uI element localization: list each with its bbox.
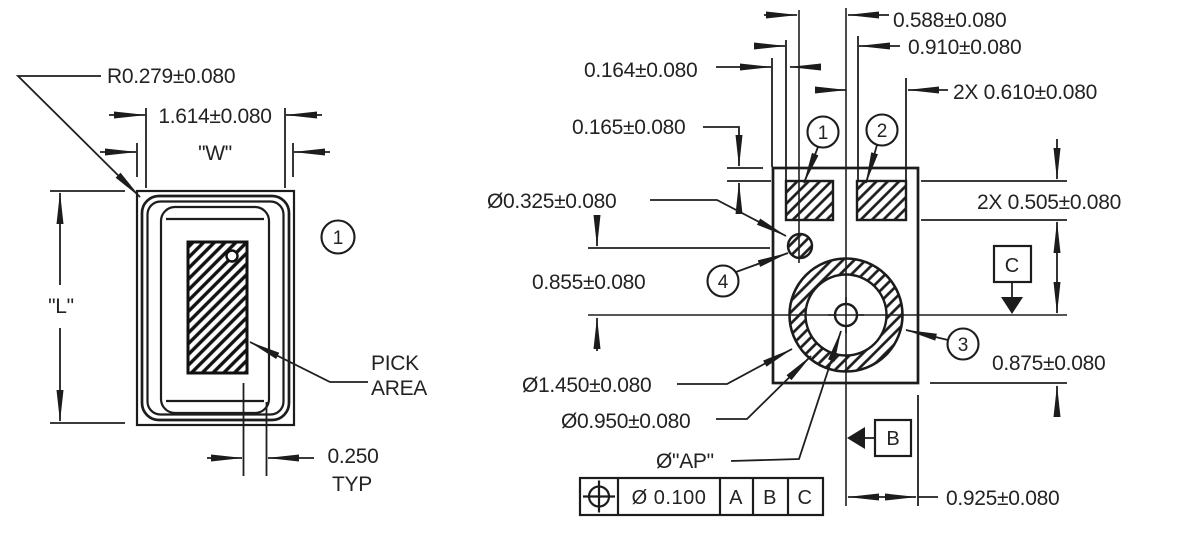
- datum-b-triangle: [847, 427, 865, 449]
- datum-c: C: [992, 244, 1033, 314]
- edge-to-pad-dim: 0.164±0.080: [584, 59, 821, 82]
- balloon-1-left: 1: [320, 219, 356, 255]
- pick-area-callout: PICK AREA: [249, 341, 428, 400]
- hole-dia-label: Ø0.325±0.080: [487, 190, 616, 213]
- aperture-dia-dim: Ø"AP": [656, 330, 842, 473]
- pick-area: [186, 240, 249, 375]
- typ-spacing-dim: 0.250 TYP: [207, 383, 379, 496]
- corner-radius-dim: R0.279±0.080: [15, 65, 236, 198]
- edge-to-pad-label: 0.164±0.080: [584, 59, 697, 82]
- balloon-1: 1: [803, 115, 840, 184]
- balloon-2: 2: [865, 113, 899, 184]
- balloon-4-label: 4: [718, 272, 729, 293]
- fcf-datum-b-label: B: [763, 487, 777, 509]
- balloon-4: 4: [706, 252, 789, 298]
- package-outline: [135, 189, 296, 427]
- datum-c-label: C: [1005, 255, 1019, 277]
- fcf-datum-a-label: A: [729, 487, 743, 509]
- pad-height-label: 2X 0.505±0.080: [977, 191, 1121, 214]
- ring-inner-dia-dim: Ø0.950±0.080: [561, 355, 812, 433]
- hole-offset-dim: 0.588±0.080: [764, 9, 1007, 32]
- pad-2: [855, 179, 908, 222]
- balloon-1-left-label: 1: [333, 228, 344, 249]
- datum-b: B: [847, 418, 913, 458]
- balloon-3: 3: [905, 327, 980, 361]
- fcf-datum-c-label: C: [798, 487, 813, 509]
- pick-area-label-2: AREA: [371, 377, 427, 400]
- pick-area-hatch: [186, 240, 249, 375]
- ring-outer-dia-label: Ø1.450±0.080: [522, 374, 651, 397]
- hole-to-center-label: 0.855±0.080: [532, 271, 645, 294]
- pad-outer-span-label: 2X 0.610±0.080: [953, 81, 1097, 104]
- aperture: [828, 297, 864, 333]
- pad-pitch-label: 0.910±0.080: [908, 36, 1021, 59]
- center-to-right-edge-label: 0.925±0.080: [946, 487, 1059, 510]
- balloon-3-label: 3: [958, 335, 969, 356]
- fcf-tolerance-label: Ø 0.100: [632, 487, 707, 509]
- hole-offset-label: 0.588±0.080: [893, 9, 1006, 32]
- hole-dia-dim: Ø0.325±0.080: [487, 190, 787, 237]
- ring-inner-dia-label: Ø0.950±0.080: [561, 410, 690, 433]
- body-width-label: 1.614±0.080: [158, 105, 271, 128]
- right-view: 0.588±0.080 0.910±0.080 0.164±0.080 2X 0…: [487, 8, 1121, 510]
- balloon-2-label: 2: [877, 121, 888, 142]
- length-ref-dim: "L": [48, 190, 125, 424]
- left-view: R0.279±0.080 1.614±0.080 "W" "L": [15, 65, 428, 496]
- center-to-bottom-dim: 0.875±0.080: [992, 352, 1106, 417]
- pad-pitch-dim: 0.910±0.080: [754, 36, 1022, 59]
- typ-value-label: 0.250: [327, 445, 378, 468]
- balloon-1-label: 1: [818, 123, 829, 144]
- pick-area-label-1: PICK: [371, 352, 419, 375]
- ring-outer-dia-dim: Ø1.450±0.080: [522, 348, 793, 397]
- top-clearance-label: 0.165±0.080: [572, 116, 685, 139]
- corner-radius-label: R0.279±0.080: [107, 65, 235, 88]
- pad-height-dim: 2X 0.505±0.080: [977, 139, 1121, 314]
- pick-area-hole: [225, 249, 239, 263]
- top-clearance-dim: 0.165±0.080: [572, 116, 743, 214]
- length-ref-label: "L": [48, 295, 74, 318]
- pad-1: [784, 179, 835, 222]
- datum-b-label: B: [886, 428, 899, 450]
- width-ref-label: "W": [198, 142, 232, 165]
- center-to-right-edge-dim: 0.925±0.080: [847, 487, 1060, 510]
- center-to-bottom-label: 0.875±0.080: [992, 352, 1105, 375]
- feature-control-frame: Ø 0.100 A B C: [578, 476, 825, 517]
- width-ref-dim: "W": [100, 142, 330, 177]
- datum-c-triangle: [1001, 297, 1023, 314]
- typ-suffix-label: TYP: [332, 473, 372, 496]
- position-symbol-icon: [583, 480, 615, 513]
- body-width-dim: 1.614±0.080: [109, 105, 322, 188]
- hole-to-center-dim: 0.855±0.080: [532, 215, 646, 351]
- small-hole: [786, 232, 814, 260]
- pad-outer-span-dim: 2X 0.610±0.080: [815, 81, 1097, 104]
- aperture-dia-label: Ø"AP": [656, 450, 714, 473]
